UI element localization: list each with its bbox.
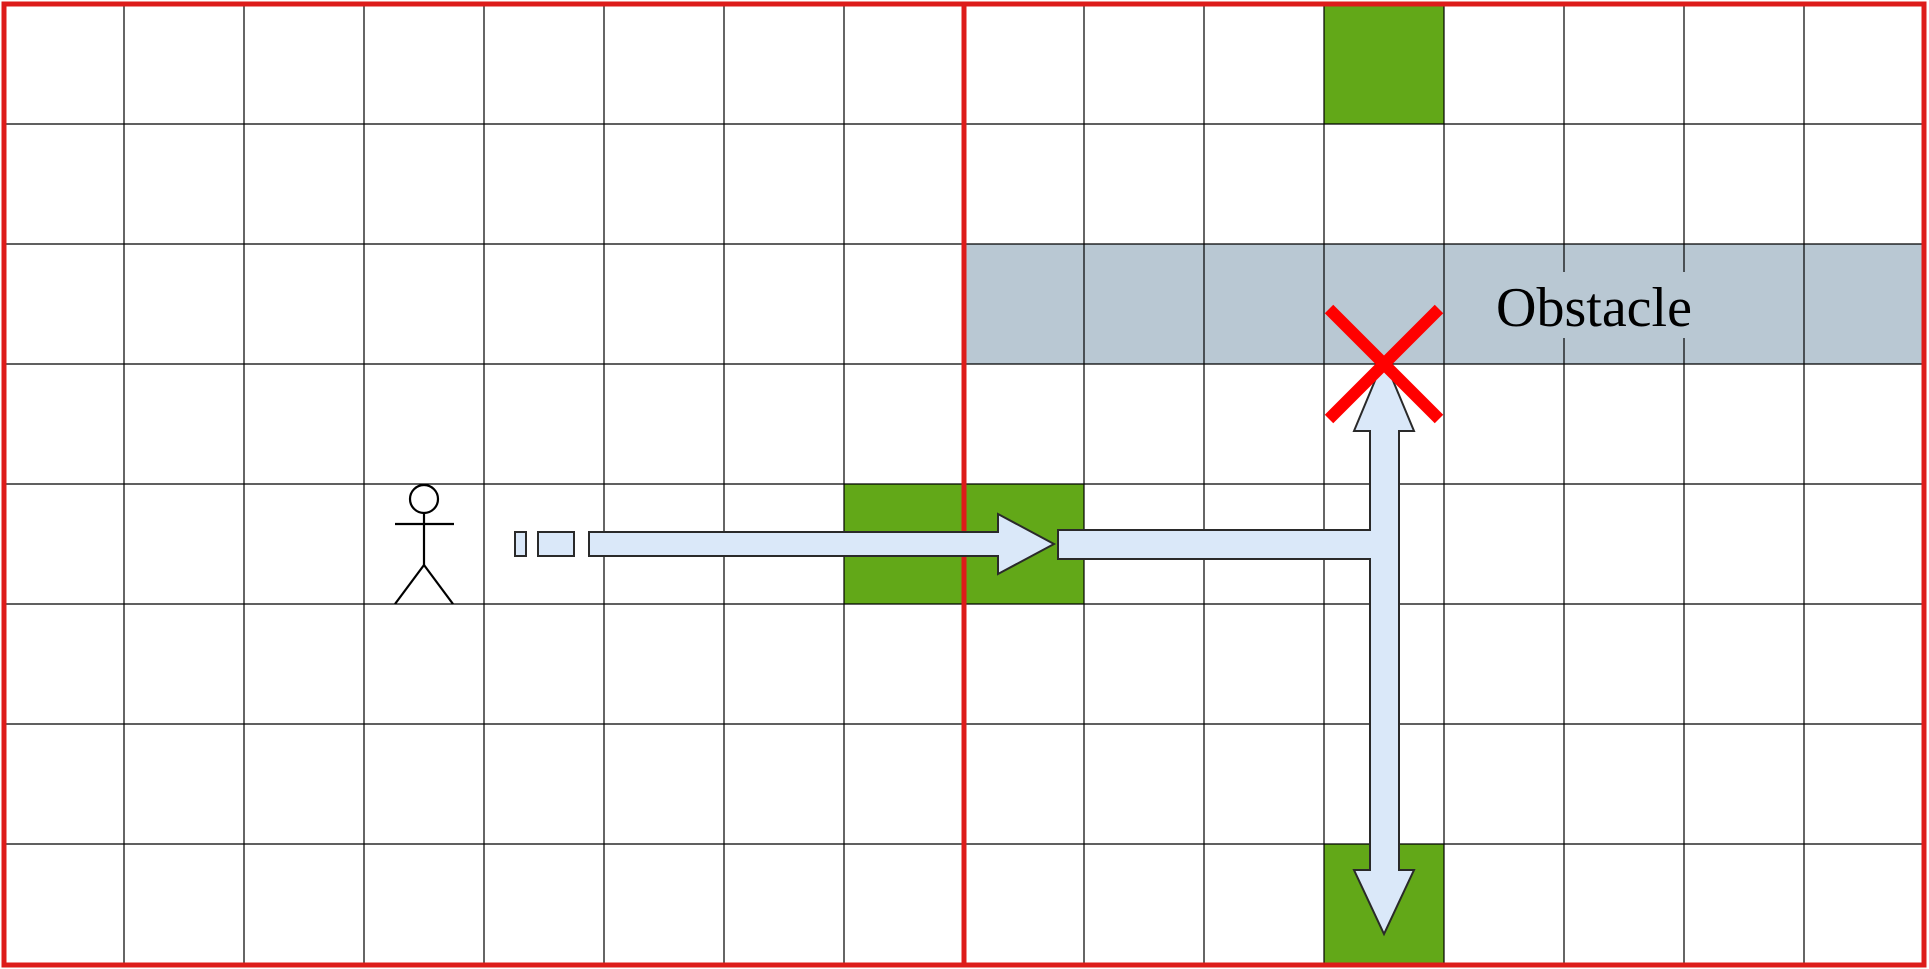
motion-trail — [514, 531, 575, 557]
obstacle-label-backing — [1478, 272, 1706, 338]
arrow-junction-up-down — [1057, 356, 1416, 937]
goal-cell-top — [1324, 4, 1444, 124]
motion-trail-dash-small — [514, 531, 527, 557]
cross-icon — [1324, 304, 1444, 424]
region-border-right — [961, 1, 1927, 968]
motion-trail-dash-large — [537, 531, 575, 557]
arrow-right — [588, 512, 1057, 576]
obstacle-label: Obstacle — [1496, 277, 1692, 339]
stick-figure-icon — [394, 483, 454, 605]
